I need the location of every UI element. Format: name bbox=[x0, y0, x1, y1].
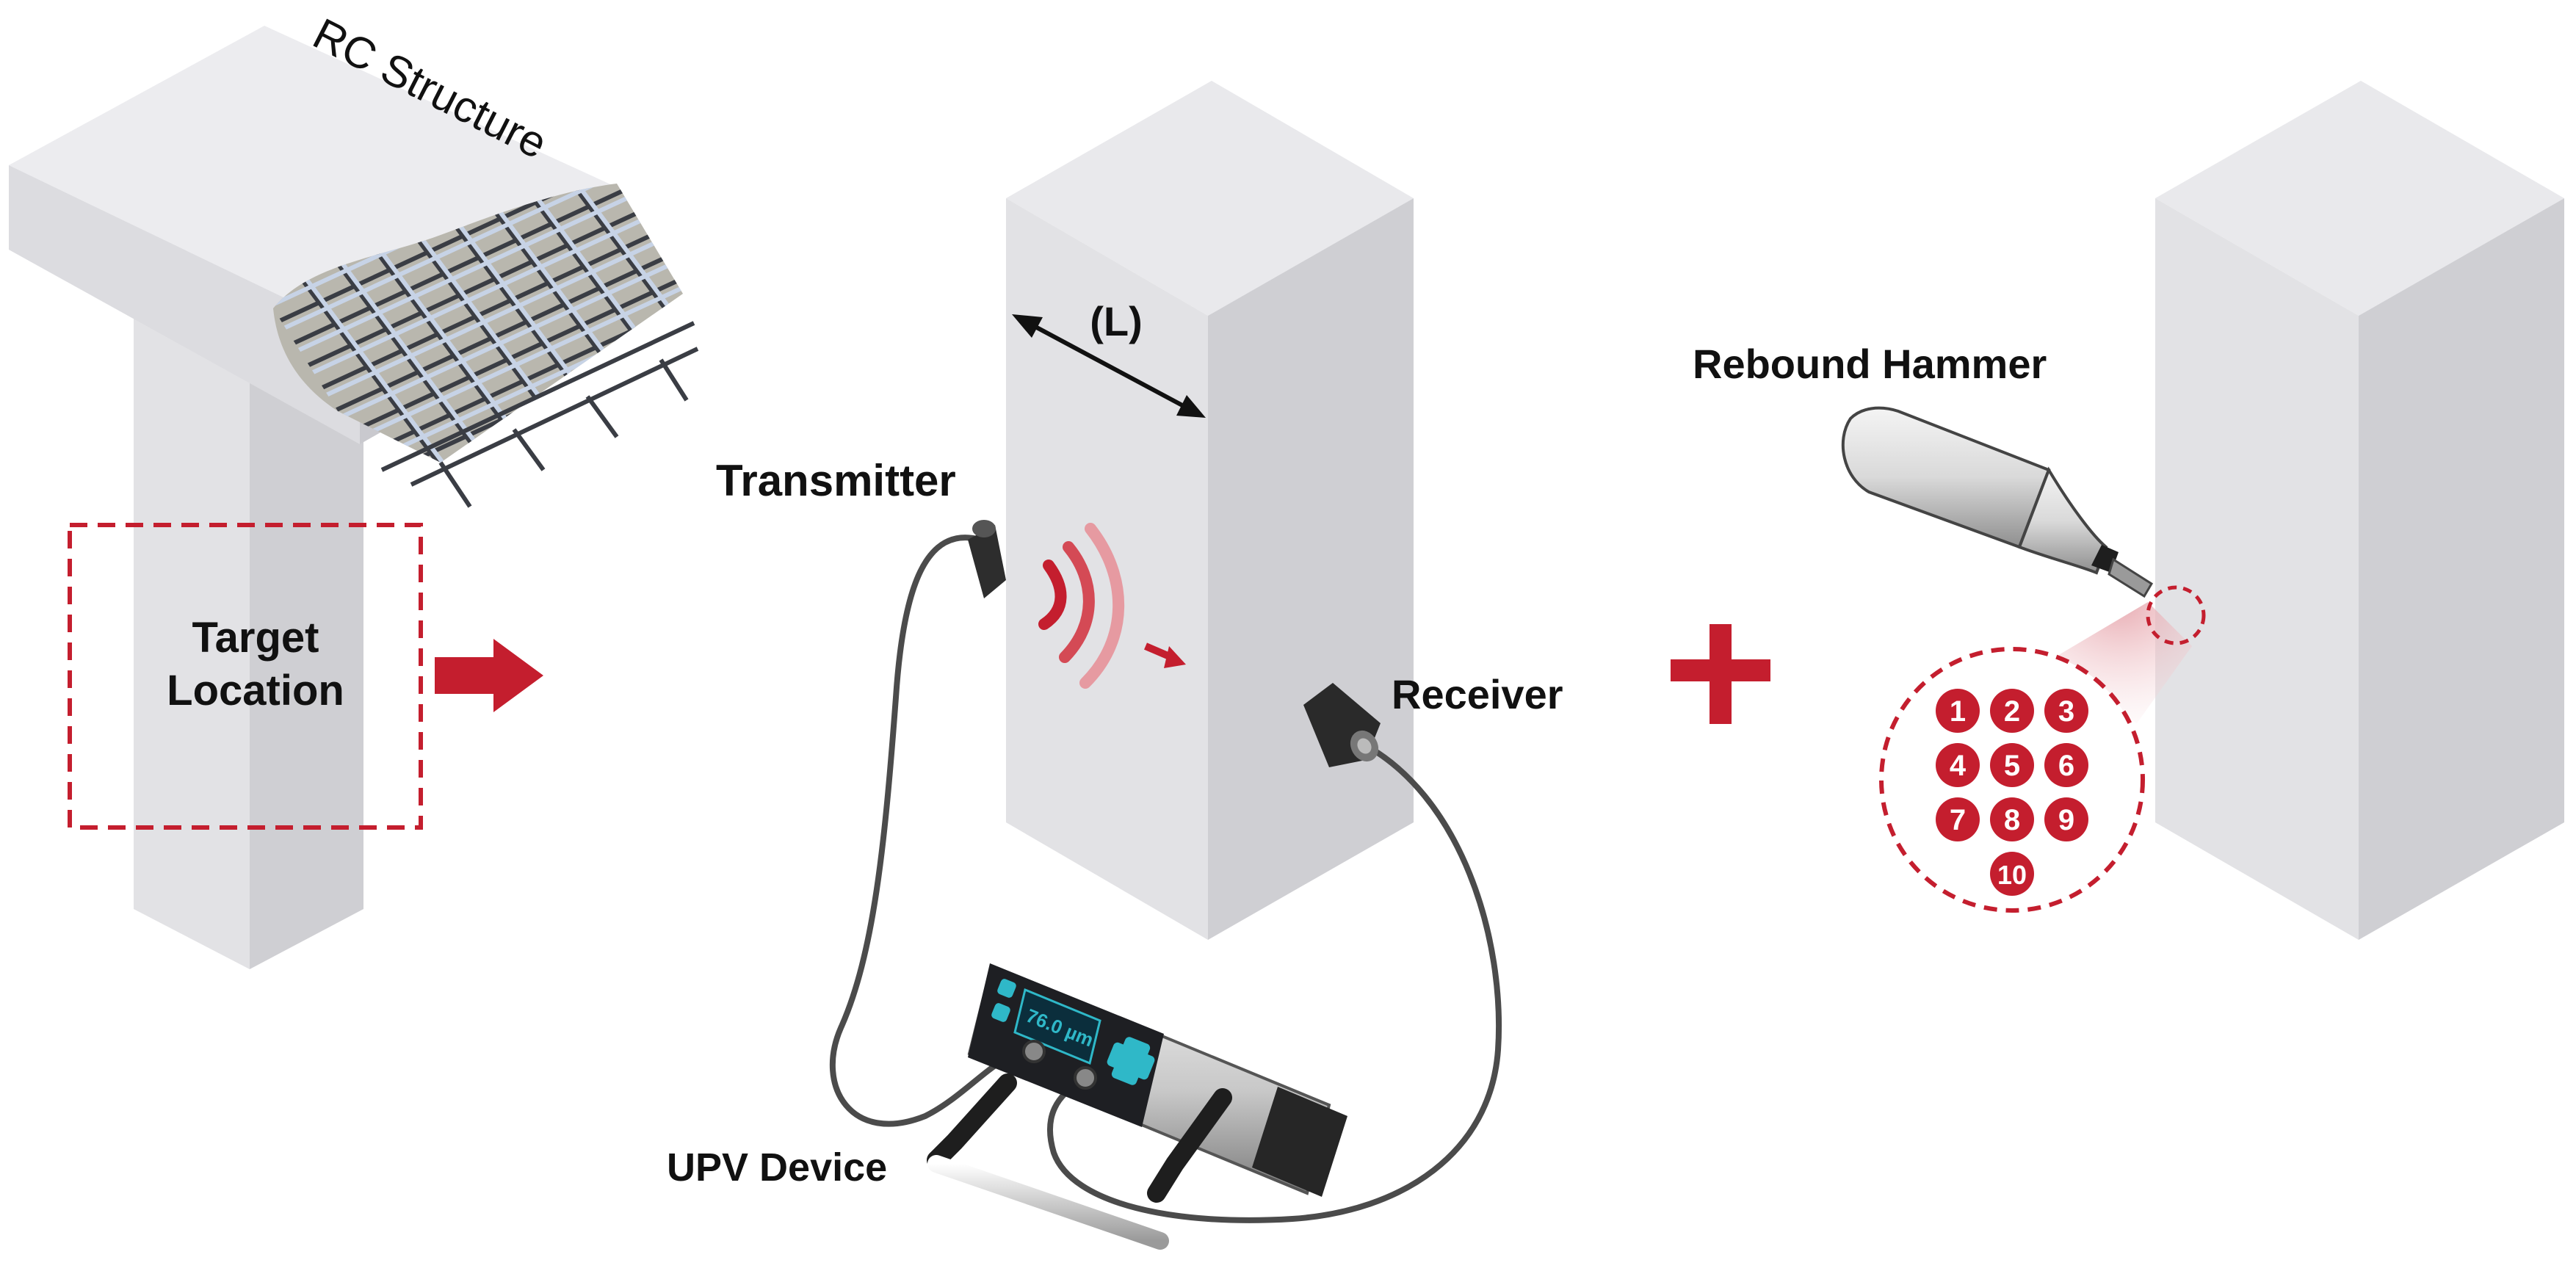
rebar-mesh-overhang bbox=[380, 321, 699, 508]
rebound-point-label: 1 bbox=[1950, 695, 1966, 728]
impact-point-circle bbox=[2146, 585, 2206, 645]
rebound-point-marker bbox=[1936, 689, 1980, 733]
rebound-point-label: 6 bbox=[2058, 750, 2074, 782]
rebound-point-6: 6 bbox=[2044, 743, 2088, 787]
upv-device-screen bbox=[1013, 988, 1101, 1065]
rebound-point-7: 7 bbox=[1936, 797, 1980, 841]
upv-device-end-cap bbox=[1252, 1087, 1347, 1197]
upv-device-button-1 bbox=[997, 979, 1016, 998]
rebound-point-marker bbox=[1990, 689, 2034, 733]
rebound-point-9: 9 bbox=[2044, 797, 2088, 841]
upv-device-button-2 bbox=[991, 1003, 1010, 1022]
transmitter-transducer bbox=[968, 520, 1006, 598]
target-location-label-line1: Target bbox=[192, 614, 319, 662]
upv-device-handle-right bbox=[1147, 1088, 1232, 1203]
rebound-point-label: 9 bbox=[2058, 804, 2074, 836]
rebound-point-marker bbox=[1936, 797, 1980, 841]
rebound-point-1: 1 bbox=[1936, 689, 1980, 733]
rebound-point-10: 10 bbox=[1990, 852, 2034, 896]
rebound-point-label: 8 bbox=[2004, 804, 2020, 836]
upv-device-handle-left bbox=[927, 1073, 1017, 1170]
rebound-point-marker bbox=[2044, 689, 2088, 733]
rh-column-front bbox=[2155, 198, 2359, 940]
rebound-point-marker bbox=[1990, 797, 2034, 841]
upv-device-label: UPV Device bbox=[667, 1145, 887, 1189]
zoom-cone bbox=[2049, 602, 2192, 723]
rebound-point-label: 7 bbox=[1950, 804, 1966, 836]
upv-column-side bbox=[1208, 198, 1414, 940]
rh-column-side bbox=[2359, 198, 2564, 940]
upv-device-dpad bbox=[1107, 1037, 1155, 1085]
rebound-point-marker bbox=[2044, 797, 2088, 841]
rebound-point-label: 5 bbox=[2004, 750, 2020, 782]
receiver-transducer bbox=[1303, 683, 1381, 767]
upv-test: (L) Transmitter Receiver bbox=[667, 81, 1563, 1250]
ultrasonic-wave-icon bbox=[1038, 523, 1125, 689]
rebound-point-2: 2 bbox=[1990, 689, 2034, 733]
transmitter-label: Transmitter bbox=[716, 456, 956, 505]
rebound-points-grid: 1 2 3 4 5 6 7 8 9 10 bbox=[1936, 689, 2088, 896]
rebound-point-8: 8 bbox=[1990, 797, 2034, 841]
upv-connector-2 bbox=[1074, 1066, 1097, 1090]
rh-column-top bbox=[2155, 81, 2564, 316]
rebound-point-label: 2 bbox=[2004, 695, 2020, 728]
flow-arrow bbox=[435, 639, 543, 712]
target-location-box bbox=[68, 523, 423, 830]
rebound-point-label: 3 bbox=[2058, 695, 2074, 728]
rebound-hammer-icon bbox=[1841, 406, 2154, 598]
rebound-hammer-label: Rebound Hammer bbox=[1693, 341, 2047, 387]
rebound-point-marker bbox=[1990, 743, 2034, 787]
upv-device-handle-bar bbox=[927, 1155, 1169, 1250]
rc-column-side bbox=[250, 316, 363, 969]
rc-column-front bbox=[134, 316, 250, 969]
target-location: Target Location bbox=[68, 523, 423, 830]
rebound-hammer-test: Rebound Hammer 1 2 3 4 5 6 7 8 9 10 bbox=[1693, 81, 2564, 940]
length-label: (L) bbox=[1090, 298, 1143, 344]
receiver-cable bbox=[1047, 739, 1502, 1223]
rebound-point-3: 3 bbox=[2044, 689, 2088, 733]
rebound-point-marker bbox=[1936, 743, 1980, 787]
rebound-point-label: 4 bbox=[1950, 750, 1967, 782]
upv-device: 76.0 µm bbox=[927, 963, 1347, 1250]
rebound-point-label: 10 bbox=[1997, 860, 2027, 890]
upv-connector-1 bbox=[1022, 1040, 1046, 1063]
upv-column-top bbox=[1006, 81, 1414, 316]
rebound-point-marker bbox=[1990, 852, 2034, 896]
wave-direction-arrow bbox=[1144, 642, 1186, 668]
rc-slab-front bbox=[9, 165, 360, 444]
transmitter-cable bbox=[829, 535, 1035, 1127]
rebound-point-marker bbox=[2044, 743, 2088, 787]
receiver-label: Receiver bbox=[1392, 671, 1563, 717]
plus-icon bbox=[1671, 624, 1770, 724]
rebound-point-4: 4 bbox=[1936, 743, 1980, 787]
target-location-label-line2: Location bbox=[167, 667, 344, 714]
rebound-point-5: 5 bbox=[1990, 743, 2034, 787]
length-dimension: (L) bbox=[1012, 298, 1206, 418]
rc-structure: RC Structure bbox=[9, 9, 699, 969]
